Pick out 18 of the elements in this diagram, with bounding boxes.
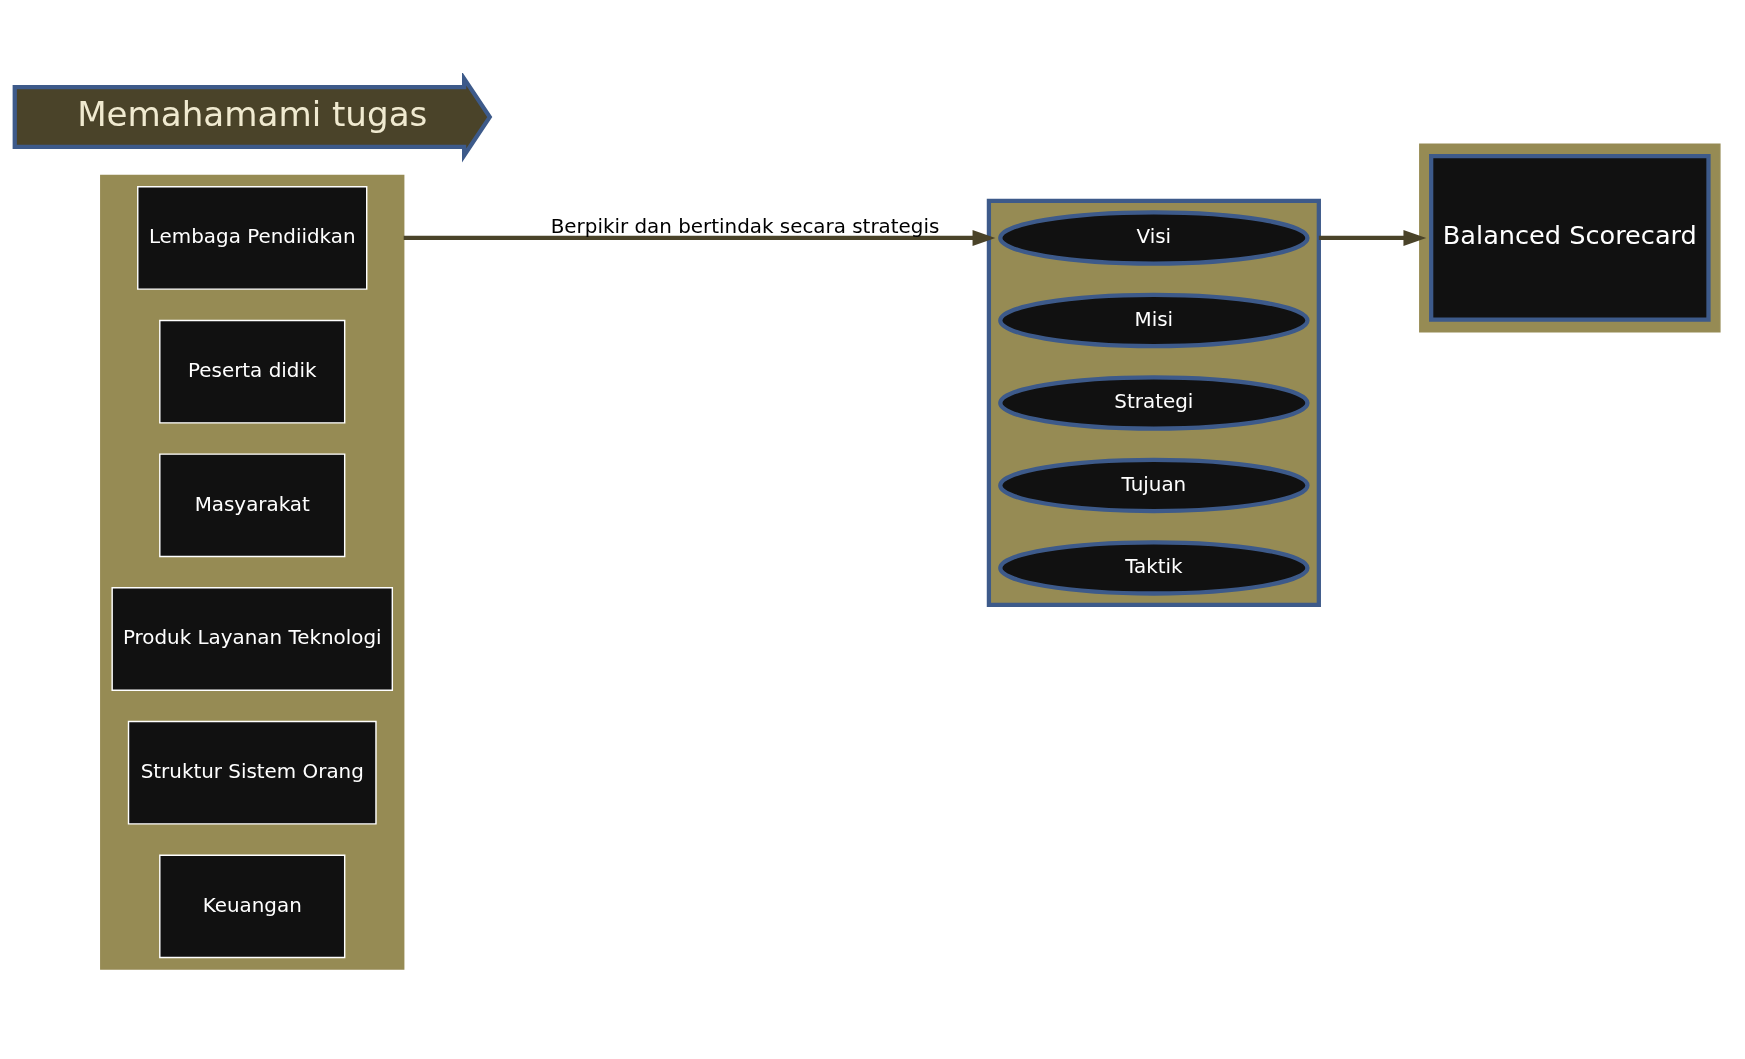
edge-label: Berpikir dan bertindak secara strategis <box>550 214 939 238</box>
node-box: Balanced Scorecard <box>1428 154 1711 322</box>
node-ellipse: Visi <box>997 210 1310 266</box>
node-ellipse: Taktik <box>997 540 1310 596</box>
node-ellipse: Misi <box>997 292 1310 349</box>
arrow <box>403 230 995 246</box>
arrow <box>1318 230 1426 246</box>
cluster <box>99 174 404 970</box>
node-ellipse: Tujuan <box>997 457 1310 514</box>
cluster <box>1418 143 1721 333</box>
node-box: Peserta didik <box>158 319 345 424</box>
node-box: Produk Layanan Teknologi <box>110 587 393 691</box>
node-box: Struktur Sistem Orang <box>127 720 377 825</box>
node-box: Masyarakat <box>158 453 345 558</box>
node-box: Lembaga Pendiidkan <box>136 186 367 290</box>
node-box: Keuangan <box>158 854 345 959</box>
cluster <box>986 198 1321 607</box>
node-ellipse: Strategi <box>997 375 1310 431</box>
